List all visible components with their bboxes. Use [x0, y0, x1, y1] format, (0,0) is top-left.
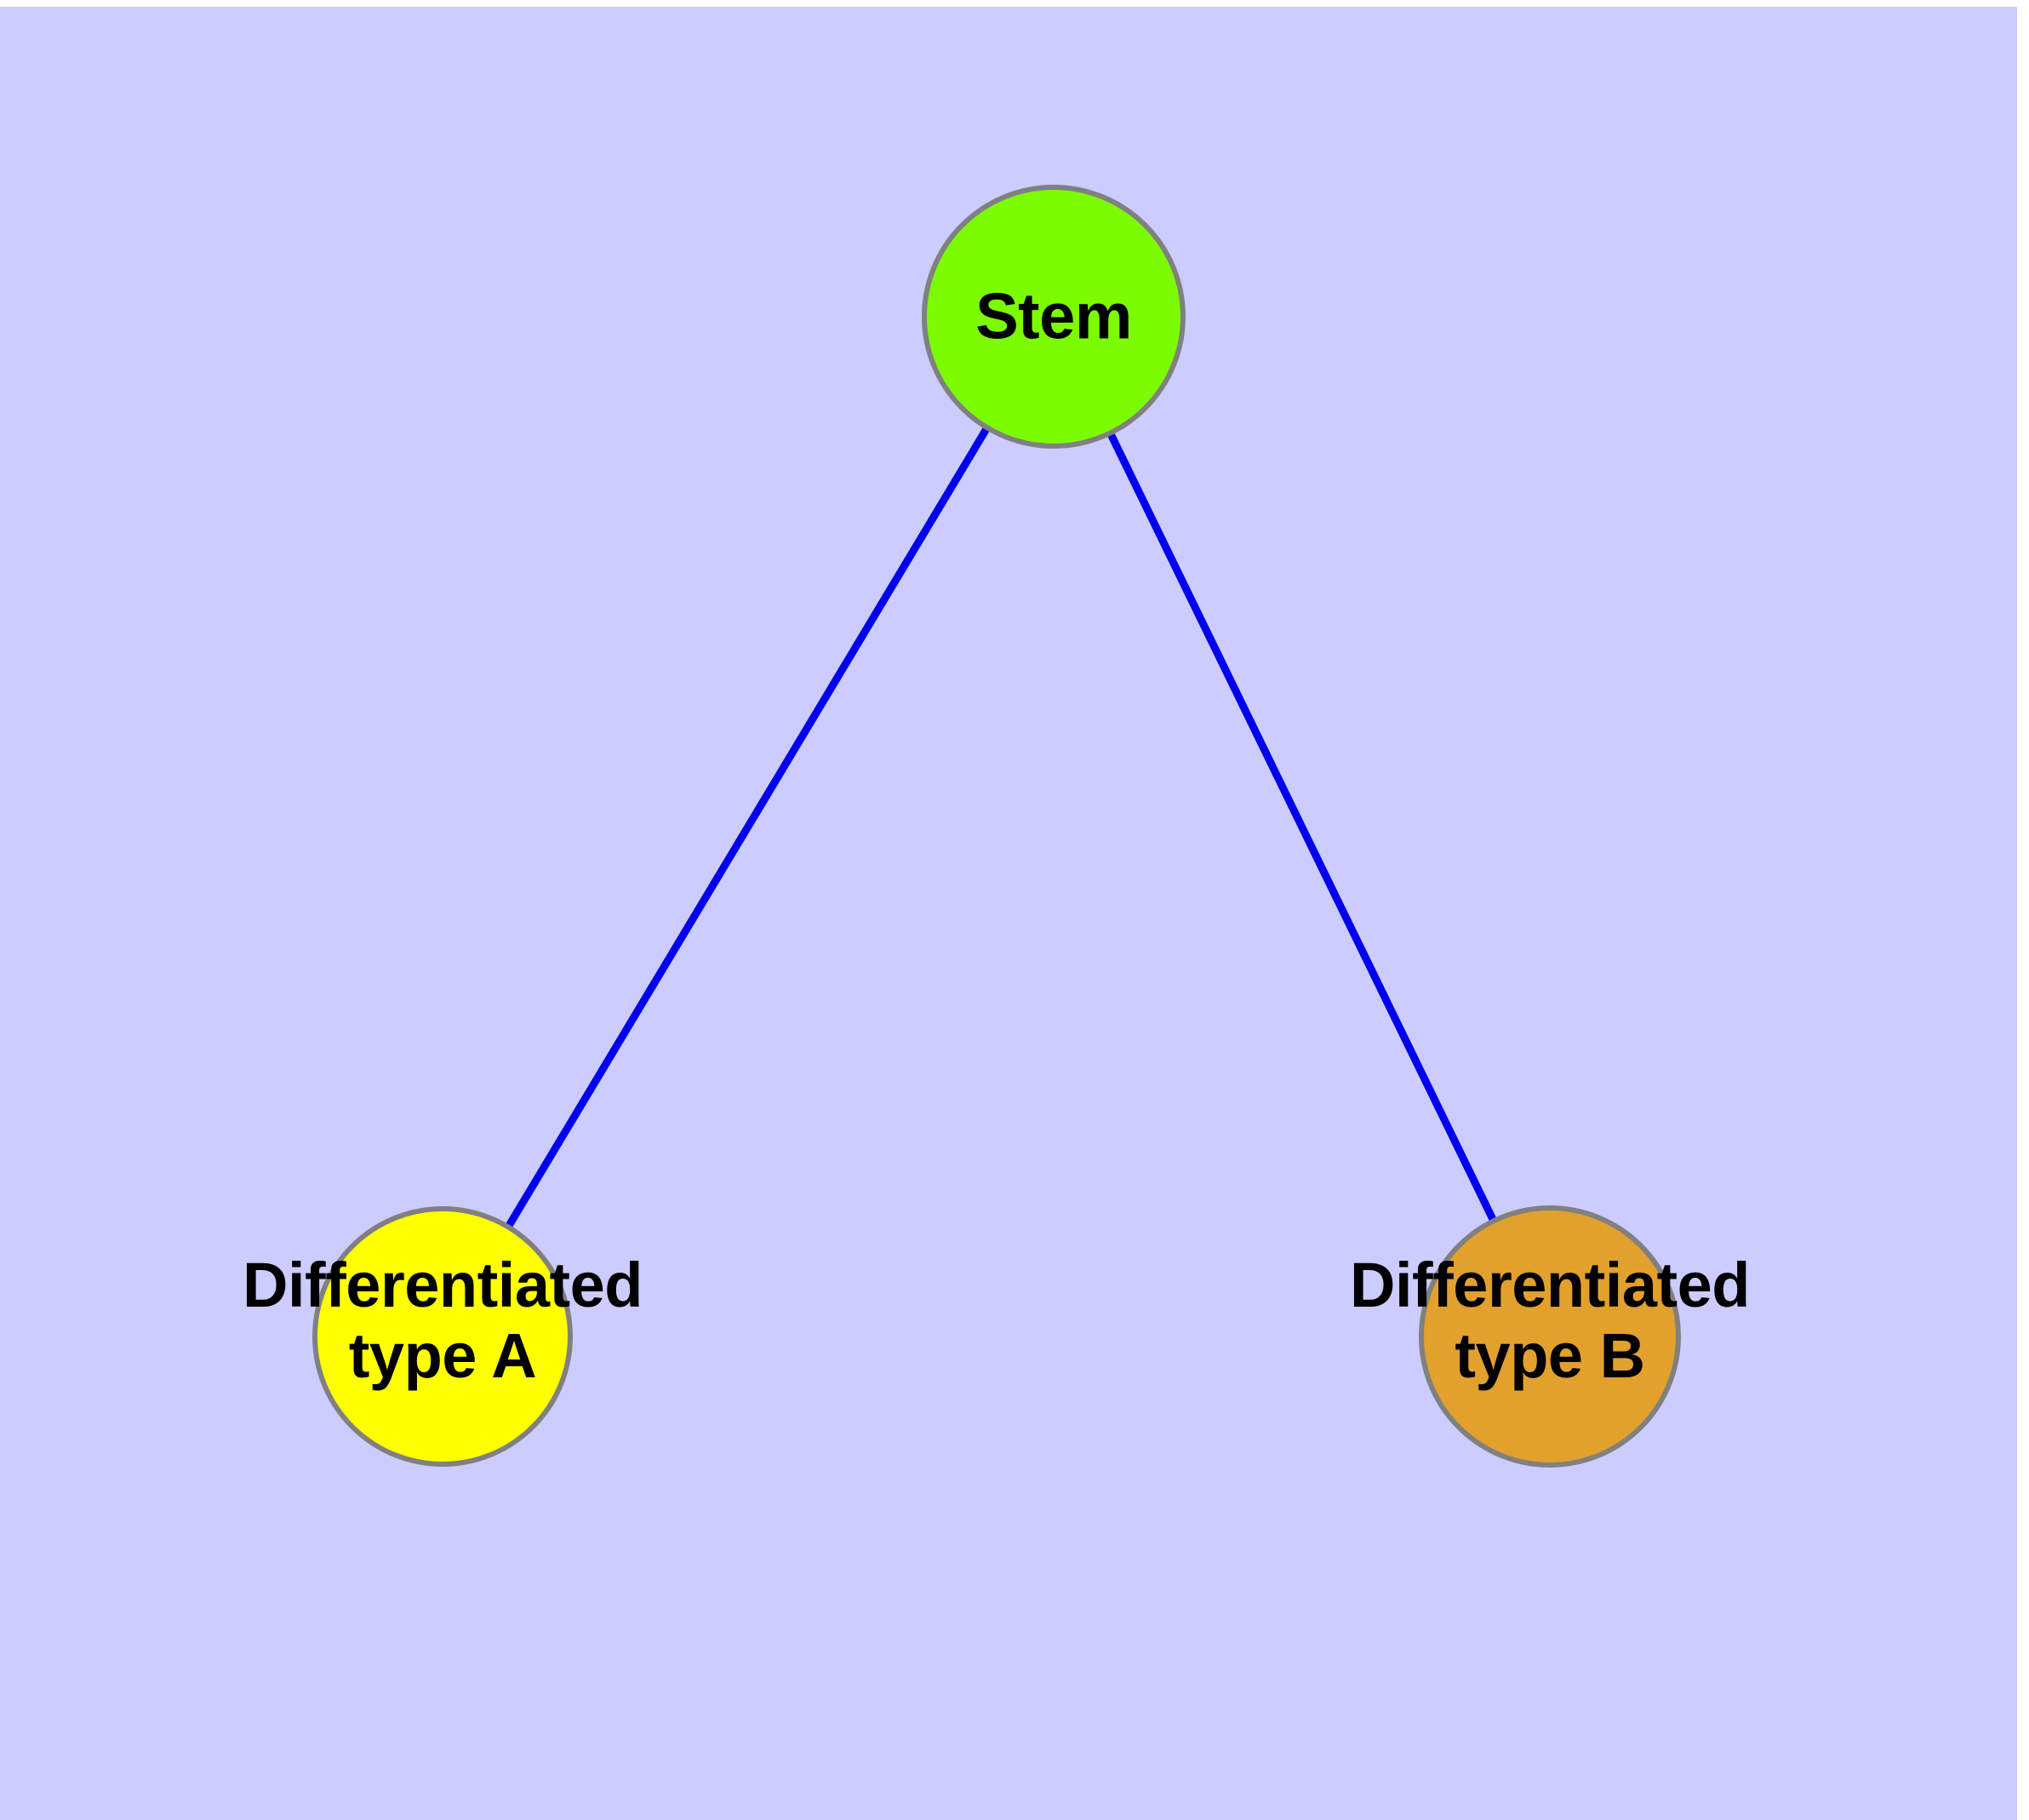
node-stem[interactable] — [922, 185, 1186, 449]
nodes-group — [312, 185, 1681, 1468]
edge-stem-to-b[interactable] — [1107, 432, 1497, 1222]
node-diff_a[interactable] — [312, 1206, 573, 1467]
node-diff_b[interactable] — [1419, 1205, 1681, 1468]
edge-stem-to-a[interactable] — [506, 426, 990, 1228]
edges-group — [506, 426, 1497, 1228]
